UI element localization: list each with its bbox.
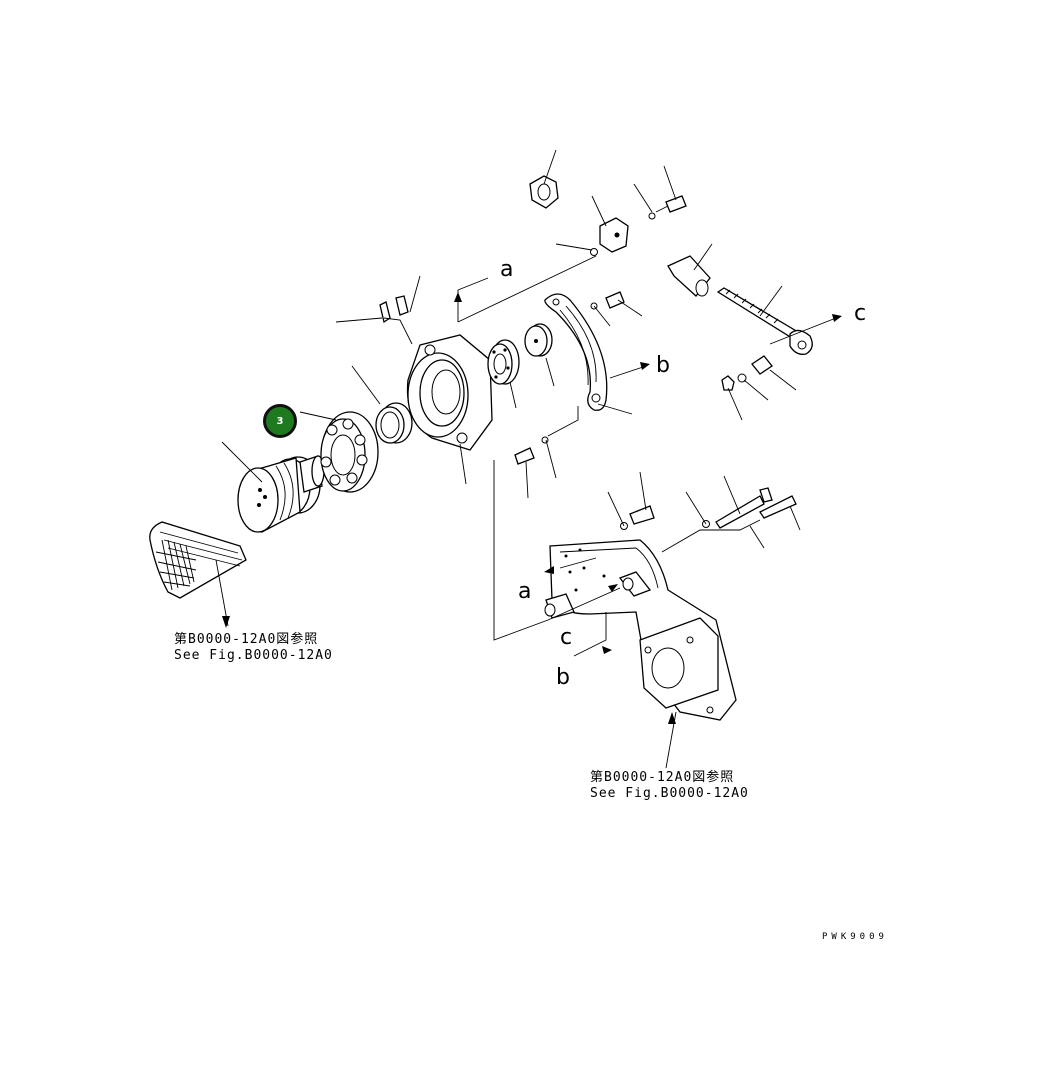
reference-left-ja: 第B0000-12A0図参照	[174, 632, 319, 647]
adjusting-rod	[667, 255, 813, 355]
ball-bearing	[320, 411, 379, 493]
v-belt	[149, 521, 247, 599]
leader-lines	[215, 149, 801, 769]
needle-bearing	[487, 339, 520, 385]
callout-b-top: b	[656, 353, 670, 378]
adjuster-plate	[544, 293, 608, 411]
top-bolts	[379, 195, 687, 465]
callout-a-bottom: a	[518, 579, 531, 604]
callout-a-top: a	[500, 257, 513, 282]
engine-bracket	[544, 539, 737, 721]
adjust-block	[529, 175, 629, 256]
callout-c-bottom: c	[560, 625, 572, 650]
mounting-bolts	[620, 487, 797, 530]
callout-c-top: c	[854, 301, 866, 326]
spacer-ring	[375, 402, 413, 444]
callout-b-bottom: b	[556, 665, 570, 690]
reference-right-ja: 第B0000-12A0図参照	[590, 770, 735, 785]
arrowheads	[222, 292, 842, 724]
reference-right-en: See Fig.B0000-12A0	[590, 786, 749, 801]
part-hotspot-badge[interactable]: 3	[263, 404, 297, 438]
reference-left-en: See Fig.B0000-12A0	[174, 648, 333, 663]
reference-lines	[457, 255, 837, 657]
rod-hardware	[721, 355, 773, 391]
washer	[524, 323, 553, 357]
pulley	[237, 456, 321, 534]
bracket-housing	[406, 334, 493, 451]
figure-code: PWK9009	[822, 932, 888, 942]
